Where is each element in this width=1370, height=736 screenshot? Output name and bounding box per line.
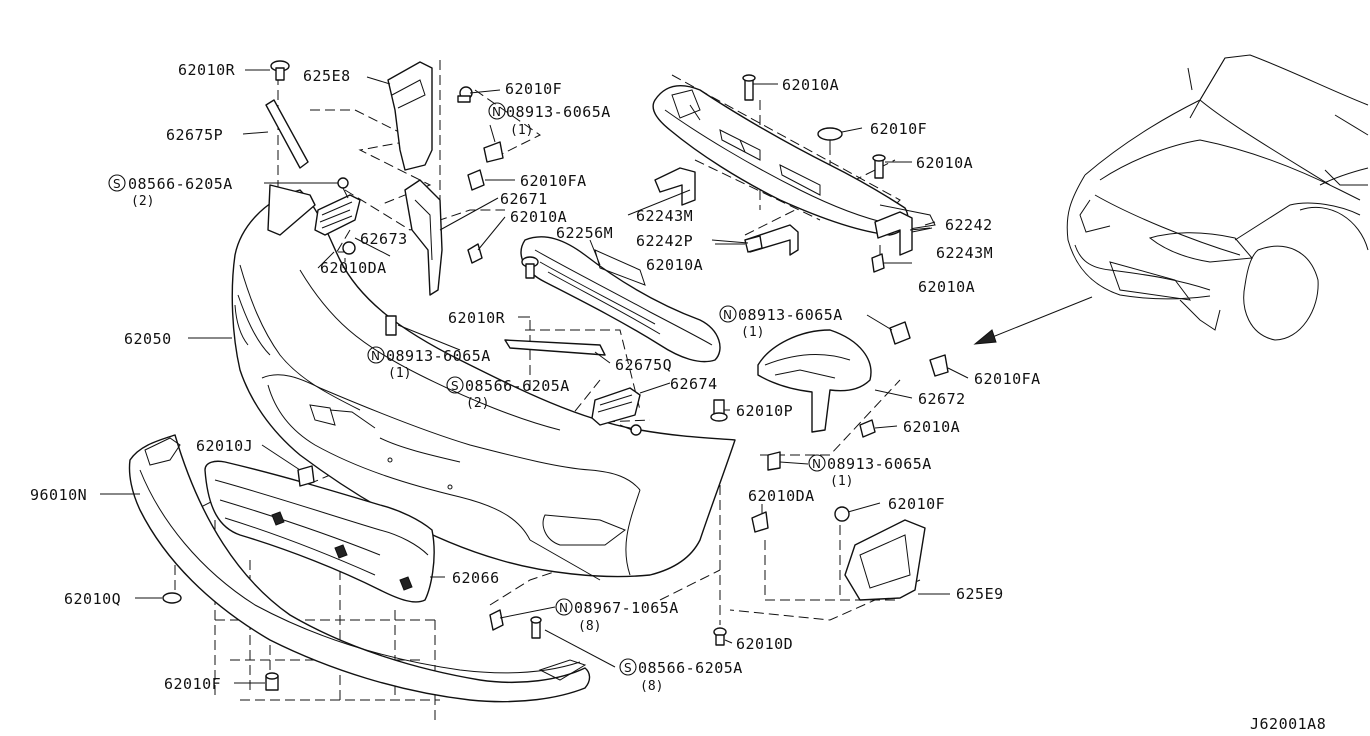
label-qty-d: (1) bbox=[741, 325, 764, 340]
label-62010A-right3: 62010A bbox=[903, 418, 960, 436]
upper-grille-62256M bbox=[520, 236, 721, 363]
label-08566-6205A-a: 08566-6205A bbox=[128, 175, 233, 193]
label-08913-6065A-a: 08913-6065A bbox=[506, 103, 611, 121]
label-62243M-left: 62243M bbox=[636, 207, 693, 225]
bracket-62243M-left bbox=[654, 167, 696, 206]
view-direction-arrow bbox=[973, 296, 1093, 345]
part-labels: 62010R 625E8 62010F N 08913-6065A (1) 62… bbox=[30, 61, 1326, 733]
label-62673: 62673 bbox=[360, 230, 408, 248]
label-62242: 62242 bbox=[945, 216, 993, 234]
n-symbol-icon bbox=[808, 454, 826, 472]
label-qty-g: (8) bbox=[578, 619, 601, 634]
label-62674: 62674 bbox=[670, 375, 718, 393]
n-symbol-icon bbox=[367, 346, 385, 364]
label-qty-e: (2) bbox=[466, 396, 489, 411]
label-62671: 62671 bbox=[500, 190, 548, 208]
label-62010P: 62010P bbox=[736, 402, 793, 420]
label-prefix-s: S bbox=[624, 661, 632, 675]
label-qty-h: (8) bbox=[640, 679, 663, 694]
bracket-625E9 bbox=[844, 519, 926, 601]
lower-spoiler-96010N bbox=[128, 434, 591, 703]
n-symbol-icon bbox=[719, 305, 737, 323]
label-qty-c: (1) bbox=[388, 366, 411, 381]
lower-grille-62066 bbox=[204, 460, 435, 603]
label-prefix-n: N bbox=[812, 457, 821, 471]
label-prefix-s: S bbox=[113, 177, 121, 191]
label-08967-1065A: 08967-1065A bbox=[574, 599, 679, 617]
label-08913-6065A-d: 08913-6065A bbox=[827, 455, 932, 473]
label-625E9: 625E9 bbox=[956, 585, 1004, 603]
label-prefix-n: N bbox=[371, 349, 380, 363]
s-symbol-icon bbox=[108, 174, 126, 192]
label-08566-6205A-c: 08566-6205A bbox=[638, 659, 743, 677]
strip-62675Q bbox=[504, 339, 606, 356]
part-62673 bbox=[314, 194, 361, 236]
s-symbol-icon bbox=[446, 376, 464, 394]
label-62010J: 62010J bbox=[196, 437, 253, 455]
vehicle-inset bbox=[1066, 54, 1369, 341]
label-62010DA-right: 62010DA bbox=[748, 487, 815, 505]
label-62010R-top: 62010R bbox=[178, 61, 236, 79]
bracket-62243M-right bbox=[874, 211, 913, 256]
label-62010DA-left: 62010DA bbox=[320, 259, 387, 277]
part-62674 bbox=[591, 387, 641, 426]
bracket-62671 bbox=[404, 179, 443, 296]
label-96010N: 96010N bbox=[30, 486, 87, 504]
label-qty-a: (1) bbox=[510, 123, 533, 138]
n-symbol-icon bbox=[488, 102, 506, 120]
label-62242P: 62242P bbox=[636, 232, 693, 250]
label-62010A-right2: 62010A bbox=[918, 278, 975, 296]
bracket-62672 bbox=[757, 329, 872, 433]
label-08566-6205A-b: 08566-6205A bbox=[465, 377, 570, 395]
label-62010A-beam: 62010A bbox=[646, 256, 703, 274]
strip-62675P bbox=[265, 99, 309, 169]
label-62675Q: 62675Q bbox=[615, 356, 672, 374]
label-62243M-lower-right: 62243M bbox=[936, 244, 993, 262]
label-prefix-n: N bbox=[559, 601, 568, 615]
label-62010A-top: 62010A bbox=[782, 76, 839, 94]
label-qty-f: (1) bbox=[830, 474, 853, 489]
label-prefix-n: N bbox=[492, 105, 501, 119]
label-62010D: 62010D bbox=[736, 635, 793, 653]
label-qty-b: (2) bbox=[131, 194, 154, 209]
label-62010A-right1: 62010A bbox=[916, 154, 973, 172]
label-62010FA-right: 62010FA bbox=[974, 370, 1041, 388]
label-62010FA-left: 62010FA bbox=[520, 172, 587, 190]
label-prefix-n: N bbox=[723, 308, 732, 322]
leader-lines bbox=[100, 69, 969, 684]
fasteners bbox=[162, 60, 949, 691]
label-625E8: 625E8 bbox=[303, 67, 351, 85]
extra-labels: 62010A 62243M bbox=[646, 244, 993, 274]
label-62672: 62672 bbox=[918, 390, 966, 408]
label-08913-6065A-c: 08913-6065A bbox=[738, 306, 843, 324]
diagram-code: J62001A8 bbox=[1250, 715, 1326, 733]
label-prefix-s: S bbox=[451, 379, 459, 393]
label-62010Q: 62010Q bbox=[64, 590, 121, 608]
s-symbol-icon bbox=[619, 658, 637, 676]
label-62010R-mid: 62010R bbox=[448, 309, 506, 327]
label-62010F-bottom: 62010F bbox=[164, 675, 221, 693]
label-62050: 62050 bbox=[124, 330, 172, 348]
n-symbol-icon bbox=[555, 598, 573, 616]
bracket-625E8 bbox=[387, 61, 433, 171]
label-62256M: 62256M bbox=[556, 224, 613, 242]
label-62010F-top: 62010F bbox=[505, 80, 562, 98]
label-62010F-bracket: 62010F bbox=[888, 495, 945, 513]
strip-62671-upper bbox=[267, 184, 316, 236]
label-62010A-left: 62010A bbox=[510, 208, 567, 226]
label-62675P: 62675P bbox=[166, 126, 223, 144]
label-08913-6065A-b: 08913-6065A bbox=[386, 347, 491, 365]
label-62010F-right: 62010F bbox=[870, 120, 927, 138]
label-62066: 62066 bbox=[452, 569, 500, 587]
bumper-cover-62050 bbox=[231, 189, 736, 581]
